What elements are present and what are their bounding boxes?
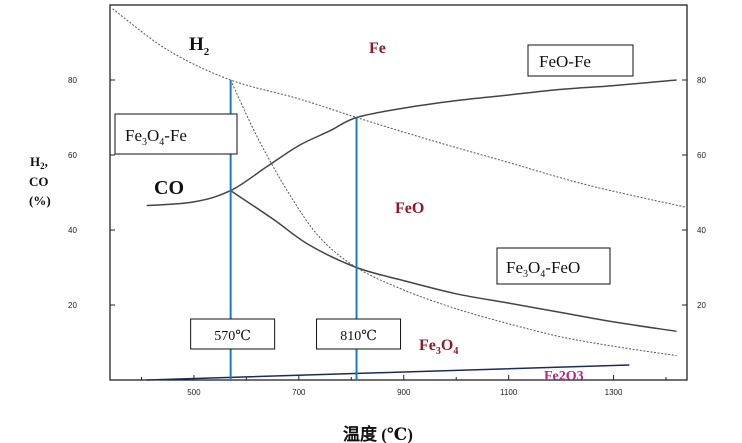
series-line-co-fe3o4-feo: [230, 189, 677, 333]
x-axis-title: 温度 (℃): [343, 424, 413, 443]
temperature-box-810: [316, 318, 402, 350]
series-line-h2-fe3o4-feo: [230, 79, 677, 357]
fe3o4-region-label: Fe3O4: [419, 337, 458, 357]
co-label: CO: [154, 177, 184, 199]
series-line-fe2o3: [146, 364, 630, 381]
y-tick-label-left: 40: [68, 226, 77, 235]
plot-frame: [109, 4, 688, 381]
fe3o4-fe-box: [114, 113, 238, 155]
x-tick-label: 700: [292, 388, 306, 397]
feo-fe-box: [527, 44, 634, 77]
x-tick-label: 500: [187, 388, 201, 397]
y-tick-label-right: 20: [697, 301, 706, 310]
fe-region-label: Fe: [369, 40, 386, 57]
x-tick-label: 1300: [605, 388, 623, 397]
fe3o4-fe-label: Fe3O4-Fe: [125, 126, 187, 148]
feo-region-label: FeO: [395, 200, 424, 217]
temperature-label-810: 810℃: [340, 329, 377, 344]
x-tick-label: 900: [397, 388, 411, 397]
series-line-h2: [112, 8, 688, 208]
fe3o4-feo-box: [496, 247, 611, 285]
fe3o4-feo-label: Fe3O4-FeO: [506, 258, 580, 280]
y-axis-label-line2: CO: [29, 174, 49, 189]
x-tick-label: 1100: [500, 388, 518, 397]
y-tick-label-left: 60: [68, 151, 77, 160]
y-axis-label-line1: H2,: [30, 154, 48, 171]
temperature-label-570: 570℃: [214, 329, 251, 344]
y-tick-label-right: 40: [697, 226, 706, 235]
y-tick-label-right: 60: [697, 151, 706, 160]
y-tick-label-right: 80: [697, 76, 706, 85]
y-axis-label-line3: (%): [29, 193, 51, 208]
temperature-box-570: [190, 318, 276, 350]
y-tick-label-left: 20: [68, 301, 77, 310]
fe2o3-region-label: Fe2O3: [544, 369, 584, 384]
y-tick-label-left: 80: [68, 76, 77, 85]
feo-fe-label: FeO-Fe: [539, 52, 591, 71]
h2-label: H2: [189, 34, 210, 58]
